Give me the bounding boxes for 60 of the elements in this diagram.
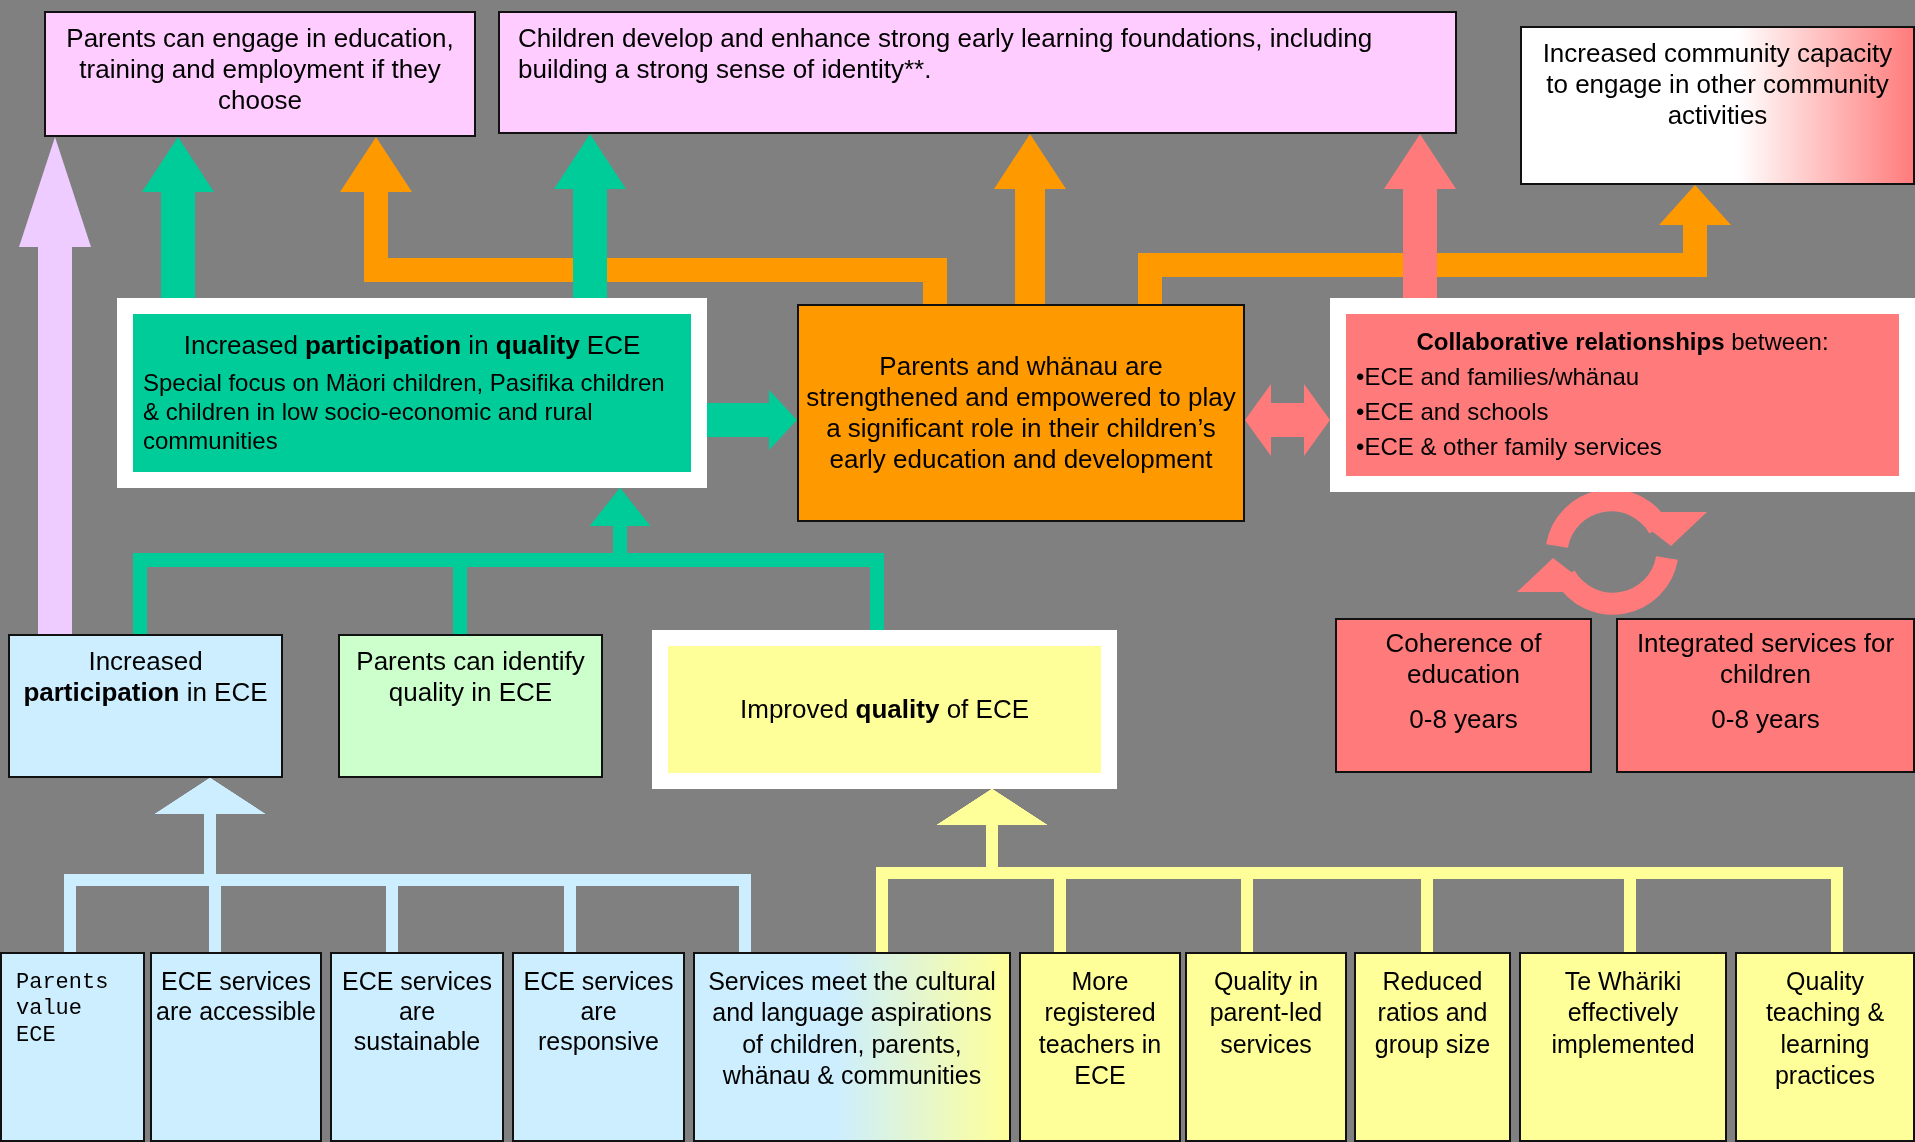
outcome-box bbox=[512, 952, 685, 1142]
outcome-box bbox=[330, 952, 504, 1142]
node-text: •ECE and families/whänau bbox=[1356, 362, 1641, 393]
outcome-box bbox=[1519, 952, 1727, 1142]
arrow bbox=[994, 134, 1066, 304]
node-text: Improved quality of ECE bbox=[739, 693, 1030, 726]
arrow bbox=[142, 137, 214, 298]
node-text: ECE services are accessible bbox=[156, 966, 316, 1026]
outcome-box bbox=[1616, 618, 1915, 773]
node-text: Parents value ECE bbox=[16, 970, 110, 1050]
arrow bbox=[1245, 384, 1330, 456]
arrow bbox=[340, 137, 947, 304]
node-text: Increased participation in quality ECE bbox=[182, 330, 642, 362]
node-text: 0-8 years bbox=[1408, 704, 1519, 736]
node-text: •ECE & other family services bbox=[1356, 431, 1663, 462]
outcome-box bbox=[1185, 952, 1347, 1142]
outcome-box bbox=[1735, 952, 1915, 1142]
node-text: Coherence of education bbox=[1384, 628, 1543, 691]
node-text: Quality teaching & learning practices bbox=[1764, 966, 1886, 1091]
framed-box bbox=[652, 630, 1117, 789]
node-text: Services meet the cultural and language aspirations of children, parents, whänau & communities bbox=[707, 966, 997, 1091]
outcome-box bbox=[1335, 618, 1592, 773]
framed-box bbox=[1330, 298, 1915, 492]
arrow bbox=[1138, 185, 1731, 304]
node-text: Parents can engage in education, training and employment if they choose bbox=[65, 23, 455, 117]
outcome-box bbox=[44, 11, 476, 137]
arrow bbox=[554, 134, 626, 298]
outcome-box bbox=[338, 634, 603, 778]
outcome-box bbox=[797, 304, 1245, 522]
node-text: Reduced ratios and group size bbox=[1373, 966, 1492, 1060]
node-text: Increased participation in ECE bbox=[22, 646, 269, 709]
node-text: ECE services are sustainable bbox=[340, 966, 493, 1056]
outcome-box bbox=[8, 634, 283, 778]
node-text: Special focus on Mäori children, Pasifika children & children in low socio-economic and rural communities bbox=[143, 369, 666, 456]
node-text: Increased community capacity to engage in other community activities bbox=[1541, 38, 1894, 132]
outcome-box bbox=[693, 952, 1011, 1142]
framed-box bbox=[117, 298, 707, 488]
arrow bbox=[707, 390, 797, 450]
outcome-box bbox=[1019, 952, 1181, 1142]
node-text: Collaborative relationships between: bbox=[1415, 327, 1830, 358]
outcome-box bbox=[1354, 952, 1511, 1142]
outcome-box bbox=[498, 11, 1457, 134]
node-text: Te Whäriki effectively implemented bbox=[1550, 966, 1696, 1060]
node-text: 0-8 years bbox=[1710, 704, 1821, 736]
outcome-box bbox=[150, 952, 322, 1142]
arrow bbox=[19, 137, 91, 634]
arrow bbox=[876, 789, 1047, 952]
node-text: ECE services are responsive bbox=[522, 966, 675, 1056]
node-text: Integrated services for children bbox=[1635, 628, 1896, 691]
node-text: Children develop and enhance strong early learning foundations, including building a strong sense of identity**. bbox=[518, 23, 1374, 86]
outcome-box bbox=[0, 952, 145, 1142]
node-text: Parents and whänau are strengthened and empowered to play a significant role in their children’s early education and development bbox=[805, 350, 1237, 476]
arrow bbox=[1384, 134, 1456, 298]
node-text: More registered teachers in ECE bbox=[1037, 966, 1163, 1091]
node-text: Parents can identify quality in ECE bbox=[355, 646, 586, 709]
arrow bbox=[133, 488, 650, 634]
node-text: •ECE and schools bbox=[1356, 397, 1550, 427]
arrow bbox=[64, 778, 265, 952]
outcome-box bbox=[1520, 26, 1915, 185]
node-text: Quality in parent-led services bbox=[1208, 966, 1324, 1060]
